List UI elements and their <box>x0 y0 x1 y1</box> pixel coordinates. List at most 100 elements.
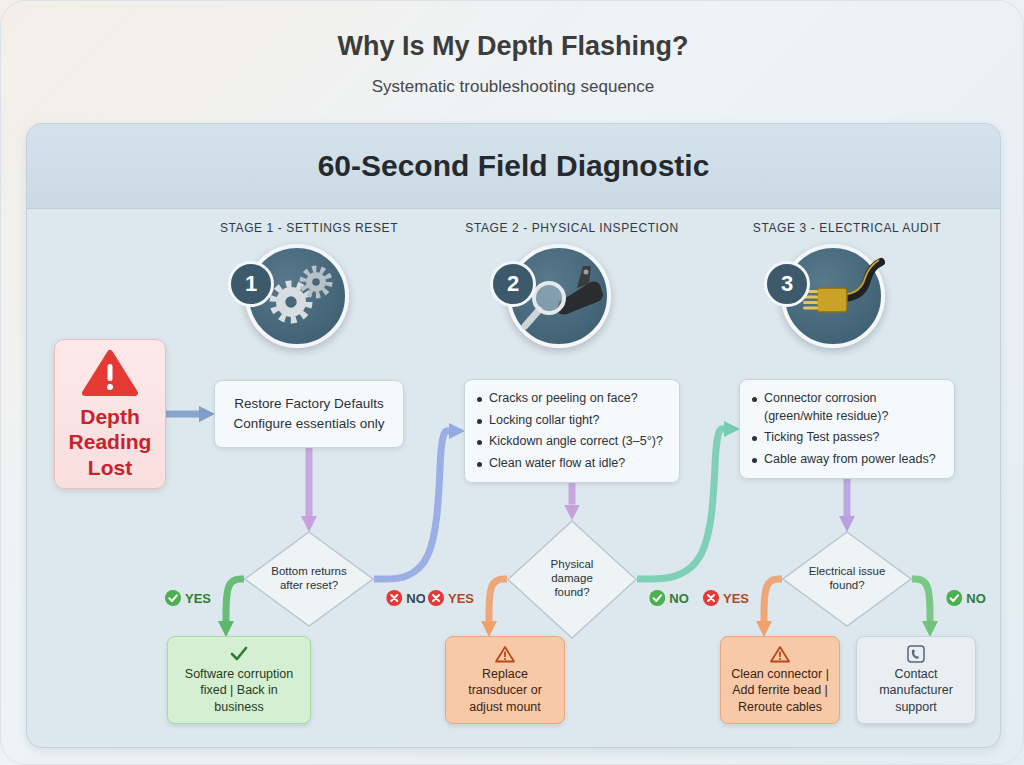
checklist-item: Cracks or peeling on face? <box>489 390 669 408</box>
gear-hole <box>285 296 296 307</box>
stage-heading: STAGE 2 - PHYSICAL INSPECTION <box>465 221 678 235</box>
branch-icon <box>386 590 402 606</box>
bullet-dot <box>752 436 757 441</box>
stage-icon-circle: 1 <box>245 244 349 348</box>
branch-label-text: YES <box>723 591 749 606</box>
flow-arrow <box>764 579 782 621</box>
check-mark <box>951 595 959 601</box>
phone-frame <box>908 646 924 662</box>
checklist-item: Kickdown angle correct (3–5°)? <box>489 433 669 451</box>
bullet-dot <box>477 397 482 402</box>
result-text: Software corruption fixed | Back in busi… <box>176 666 302 715</box>
check-mark <box>232 648 246 659</box>
warning-bar <box>779 652 781 658</box>
checklist-item: Connector corrosion (green/white residue… <box>764 390 944 425</box>
check-circle <box>649 590 665 606</box>
stage-heading: STAGE 1 - SETTINGS RESET <box>220 221 398 235</box>
result-icon <box>495 645 515 663</box>
checklist-item: Ticking Test passes? <box>764 429 944 447</box>
cable-stripe <box>847 260 879 294</box>
branch-icon <box>649 590 665 606</box>
decision-diamond: Bottom returns after reset? <box>244 531 374 627</box>
connector-pin <box>803 301 818 304</box>
checklist-row: Clean water flow at idle? <box>477 455 669 473</box>
branch-label-text: NO <box>966 591 986 606</box>
page-title: Why Is My Depth Flashing? <box>1 31 1024 62</box>
alert-triangle <box>85 353 135 393</box>
transducer-bracket <box>577 266 591 288</box>
checklist-box: Cracks or peeling on face? Locking collar… <box>464 379 680 483</box>
step-number: 3 <box>781 271 793 297</box>
process-box: Restore Factory DefaultsConfigure essent… <box>214 380 404 448</box>
checklist-row: Kickdown angle correct (3–5°)? <box>477 433 669 451</box>
flow-arrow <box>226 579 244 621</box>
gear-hole <box>312 278 320 286</box>
checklist-item: Cable away from power leads? <box>764 451 944 469</box>
checklist-row: Ticking Test passes? <box>752 429 944 447</box>
flow-arrow <box>166 411 199 418</box>
decision-text: Bottom returns after reset? <box>270 565 348 593</box>
result-box: Software corruption fixed | Back in busi… <box>167 636 311 724</box>
checklist-row: Cracks or peeling on face? <box>477 390 669 408</box>
bullet-dot <box>477 440 482 445</box>
branch-label: YES <box>700 589 752 607</box>
connector-pin <box>803 307 818 310</box>
cross-mark <box>433 595 439 601</box>
cross-mark <box>391 595 397 601</box>
decision-text: Electrical issue found? <box>808 565 886 593</box>
step-number: 2 <box>507 271 519 297</box>
result-text: Contact manufacturer support <box>865 666 967 715</box>
branch-label-text: YES <box>185 591 211 606</box>
decision-text: Physical damage found? <box>533 558 611 599</box>
check-mark <box>654 595 662 601</box>
panel-heading: 60-Second Field Diagnostic <box>318 149 710 183</box>
alert-text: Depth Reading Lost <box>61 404 159 480</box>
result-icon <box>906 645 926 663</box>
branch-icon <box>946 590 962 606</box>
flow-arrow <box>844 479 851 516</box>
alert-bar <box>108 364 113 381</box>
warning-triangle <box>496 647 514 662</box>
checklist-box: Connector corrosion (green/white residue… <box>739 379 955 479</box>
flow-arrow <box>489 579 507 621</box>
warning-triangle <box>771 647 789 662</box>
result-icon <box>770 645 790 663</box>
checklist-row: Locking collar tight? <box>477 412 669 430</box>
bullet-dot <box>752 458 757 463</box>
cross-mark <box>708 595 714 601</box>
cross-circle <box>703 590 719 606</box>
branch-label-text: YES <box>448 591 474 606</box>
diagram-panel: 60-Second Field DiagnosticDepth Reading … <box>26 123 1001 748</box>
branch-label-text: NO <box>669 591 689 606</box>
warning-dot <box>504 658 506 660</box>
branch-label: YES <box>162 589 214 607</box>
alert-box: Depth Reading Lost <box>54 339 166 489</box>
check-circle <box>165 590 181 606</box>
cross-circle <box>428 590 444 606</box>
step-number: 1 <box>245 271 257 297</box>
result-text: Replace transducer or adjust mount <box>454 666 556 715</box>
branch-label: NO <box>943 589 989 607</box>
gear-teeth <box>303 269 329 295</box>
result-text: Clean connector | Add ferrite bead | Rer… <box>729 666 831 715</box>
branch-icon <box>703 590 719 606</box>
decision-diamond: Physical damage found? <box>507 520 637 639</box>
stage-heading: STAGE 3 - ELECTRICAL AUDIT <box>753 221 941 235</box>
checklist-row: Cable away from power leads? <box>752 451 944 469</box>
connector-body <box>817 288 847 312</box>
result-box: Replace transducer or adjust mount <box>445 636 565 724</box>
lens-handle <box>525 310 539 326</box>
bullet-dot <box>477 419 482 424</box>
process-text: Configure essentials only <box>225 414 393 434</box>
stage-icon-circle: 3 <box>781 244 885 348</box>
branch-icon <box>428 590 444 606</box>
result-box: Clean connector | Add ferrite bead | Rer… <box>720 636 840 724</box>
cross-circle <box>386 590 402 606</box>
step-badge: 1 <box>228 261 274 307</box>
step-badge: 3 <box>764 261 810 307</box>
flow-arrow <box>569 483 576 505</box>
warning-bar <box>504 652 506 658</box>
bullet-dot <box>477 462 482 467</box>
branch-label: NO <box>383 589 429 607</box>
alert-icon <box>82 348 138 398</box>
